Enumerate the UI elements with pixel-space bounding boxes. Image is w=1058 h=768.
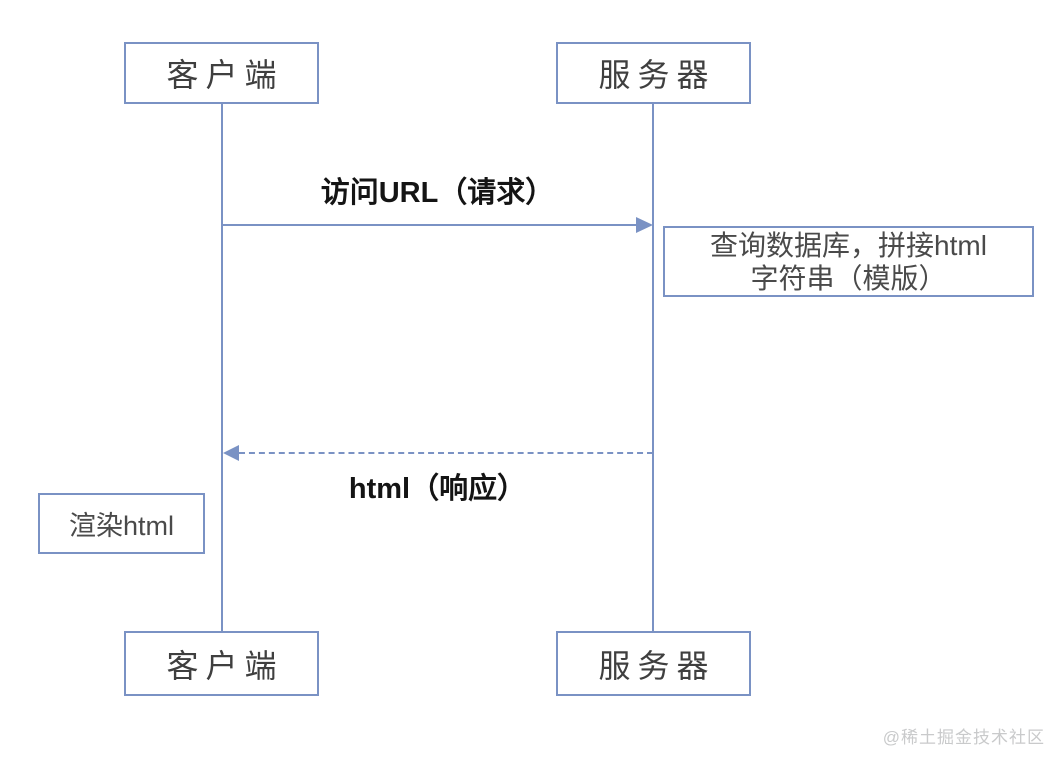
actor-label-client-top: 客户端 [166, 57, 284, 93]
watermark-text: @稀土掘金技术社区 [882, 728, 1045, 747]
request-message-label: 访问URL（请求） [320, 177, 555, 209]
actor-label-client-bottom: 客户端 [166, 647, 284, 684]
response-arrowhead-icon [223, 445, 239, 461]
client-note-box: 渲染html [38, 493, 205, 554]
actor-box-client-bottom: 客户端 [124, 631, 319, 696]
actor-box-client-top: 客户端 [124, 42, 319, 104]
server-note-line1: 查询数据库，拼接html [710, 229, 987, 261]
response-message-label: html（响应） [348, 473, 527, 505]
server-note-box: 查询数据库，拼接html 字符串（模版） [663, 226, 1034, 297]
actor-box-server-top: 服务器 [556, 42, 751, 104]
request-arrowhead-icon [636, 217, 653, 233]
server-lifeline [652, 104, 654, 631]
actor-label-server-top: 服务器 [598, 57, 716, 93]
client-note-text: 渲染html [68, 511, 174, 541]
server-note-line2: 字符串（模版） [750, 262, 947, 294]
actor-label-server-bottom: 服务器 [598, 647, 716, 684]
actor-box-server-bottom: 服务器 [556, 631, 751, 696]
client-lifeline [221, 104, 223, 631]
request-arrow-line [222, 224, 637, 226]
response-arrow-line [239, 452, 653, 454]
